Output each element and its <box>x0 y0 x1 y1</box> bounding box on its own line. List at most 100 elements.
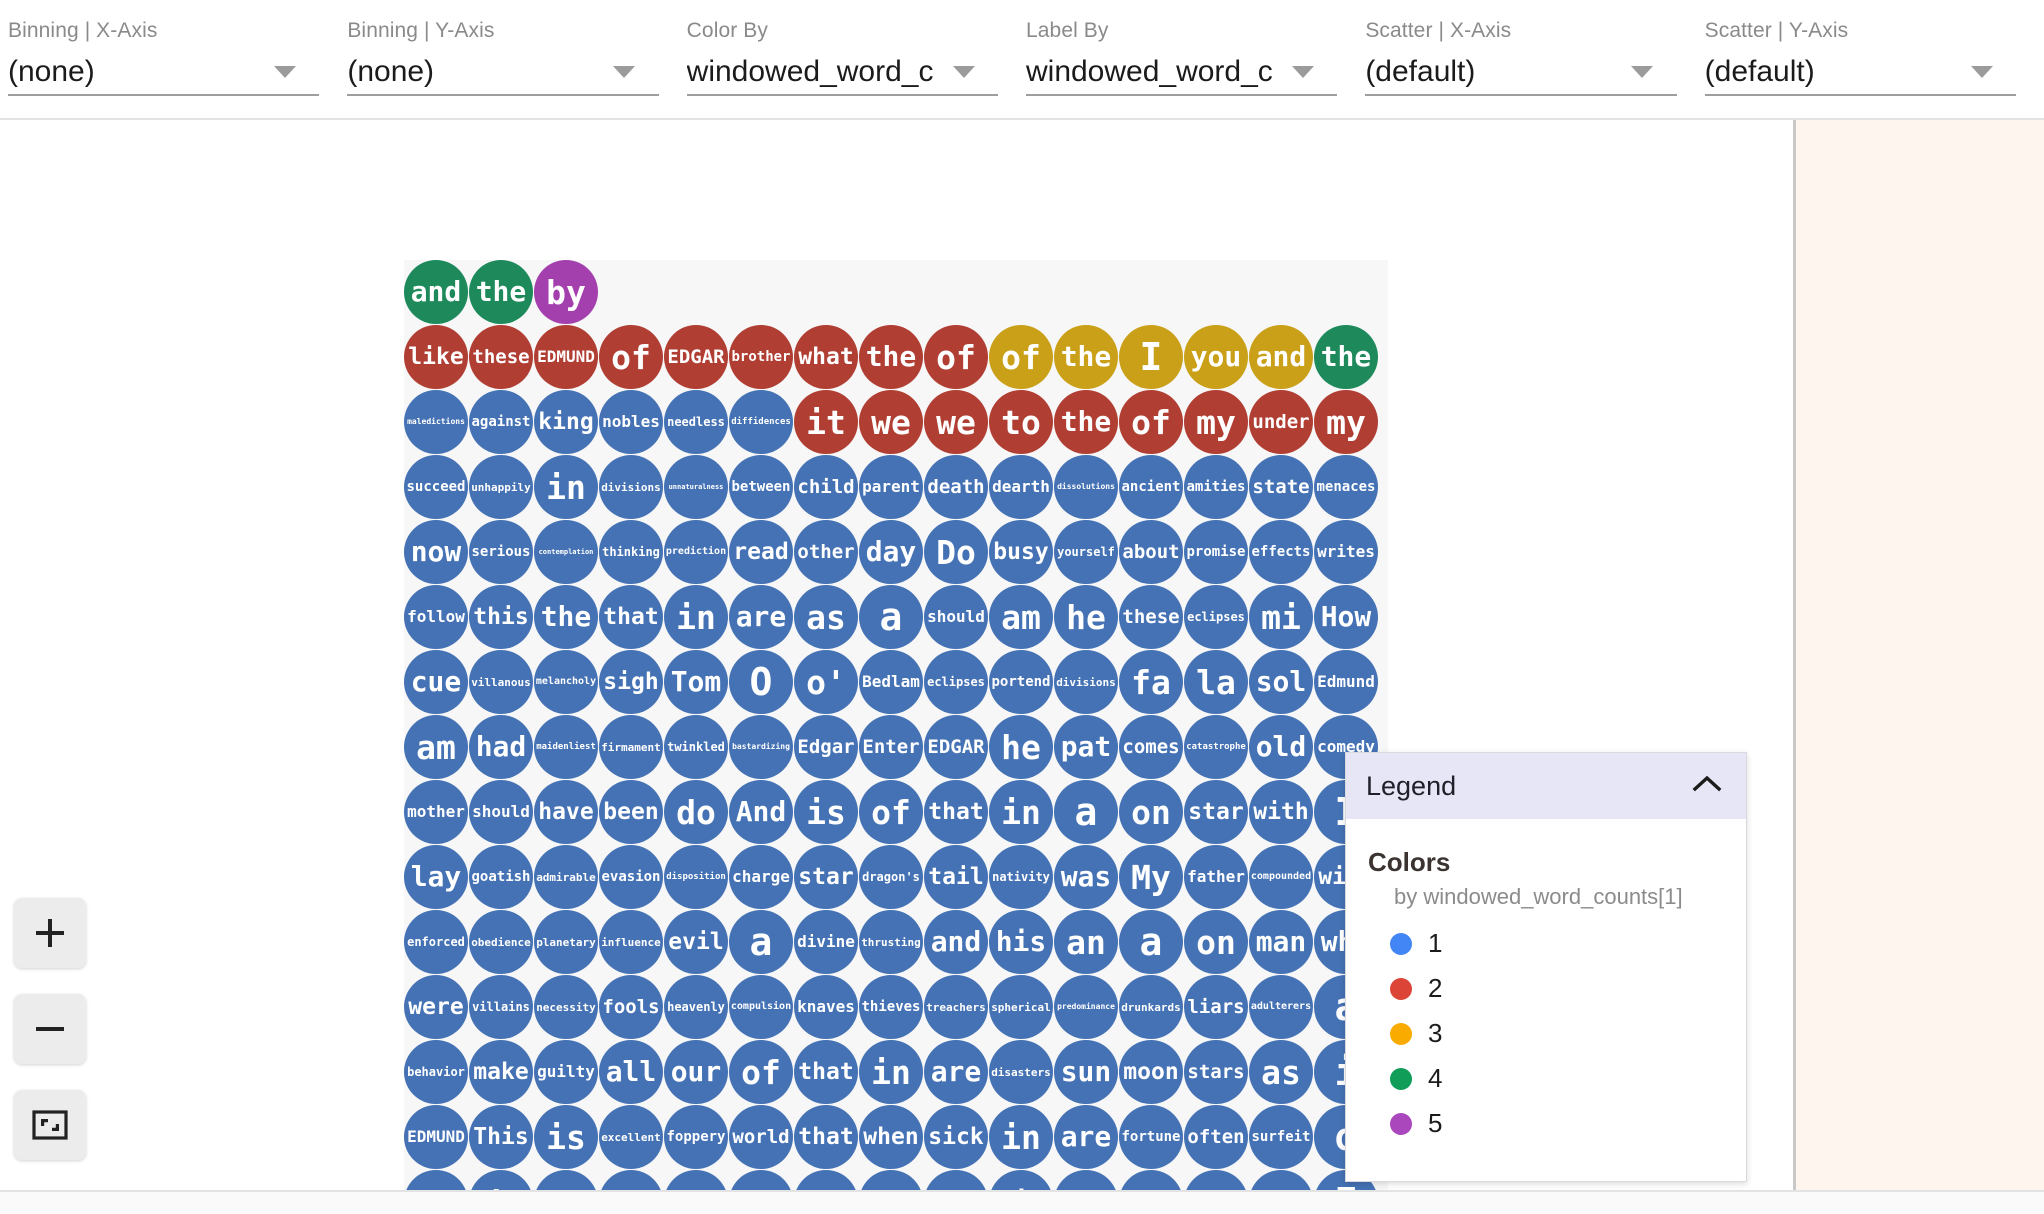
word-bubble[interactable]: menaces <box>1314 455 1378 519</box>
word-bubble[interactable]: like <box>404 325 468 389</box>
word-bubble[interactable]: This <box>469 1105 533 1169</box>
word-bubble[interactable]: eclipses <box>1184 585 1248 649</box>
word-bubble[interactable]: in <box>859 1040 923 1104</box>
chevron-down-icon[interactable] <box>1631 66 1654 78</box>
word-bubble[interactable]: his <box>989 1170 1053 1192</box>
word-bubble[interactable]: mother <box>404 780 468 844</box>
word-bubble[interactable]: are <box>729 585 793 649</box>
word-bubble[interactable]: excellent <box>599 1105 663 1169</box>
word-bubble[interactable]: in <box>989 780 1053 844</box>
scatter-y-axis-select[interactable]: (default) <box>1704 50 2016 96</box>
word-bubble[interactable]: maledictions <box>404 390 468 454</box>
word-bubble[interactable]: you <box>1184 325 1248 389</box>
word-bubble[interactable]: EDGAR <box>664 325 728 389</box>
word-bubble[interactable]: of <box>1119 390 1183 454</box>
word-bubble[interactable]: unnaturalness <box>664 455 728 519</box>
word-bubble[interactable]: am <box>989 585 1053 649</box>
word-bubble[interactable]: should <box>469 780 533 844</box>
word-bubble[interactable]: that <box>794 1040 858 1104</box>
word-bubble[interactable]: influence <box>599 910 663 974</box>
word-bubble[interactable]: nativity <box>989 845 1053 909</box>
word-bubble[interactable]: pat <box>1054 715 1118 779</box>
word-bubble[interactable]: strange <box>1249 1170 1313 1192</box>
word-bubble[interactable]: stars <box>1184 1040 1248 1104</box>
legend-header[interactable]: Legend <box>1346 753 1746 819</box>
word-bubble[interactable]: goatish <box>469 845 533 909</box>
word-bubble[interactable]: succeed <box>404 455 468 519</box>
word-bubble[interactable]: admirable <box>534 845 598 909</box>
word-bubble[interactable]: am <box>404 715 468 779</box>
word-bubble[interactable]: moon <box>1119 1040 1183 1104</box>
word-bubble[interactable]: surfeit <box>1249 1105 1313 1169</box>
word-bubble[interactable]: sigh <box>599 650 663 714</box>
word-bubble[interactable]: king <box>534 390 598 454</box>
word-bubble[interactable]: world <box>729 1105 793 1169</box>
word-bubble[interactable]: to <box>989 390 1053 454</box>
word-bubble[interactable]: are <box>1054 1105 1118 1169</box>
word-bubble[interactable]: in <box>989 1105 1053 1169</box>
word-bubble[interactable]: of <box>599 325 663 389</box>
word-bubble[interactable]: hearted <box>859 1170 923 1192</box>
legend-entry[interactable]: 5 <box>1390 1108 1724 1139</box>
word-bubble[interactable]: dissolutions <box>1054 455 1118 519</box>
word-bubble[interactable]: were <box>404 975 468 1039</box>
word-bubble[interactable]: star <box>1184 780 1248 844</box>
scatter-x-axis-select[interactable]: (default) <box>1365 50 1677 96</box>
word-bubble[interactable]: lay <box>404 845 468 909</box>
word-bubble[interactable]: o' <box>794 650 858 714</box>
word-bubble[interactable]: against <box>469 390 533 454</box>
word-bubble[interactable]: fa <box>1119 650 1183 714</box>
word-bubble[interactable]: I <box>1119 325 1183 389</box>
word-bubble[interactable]: and <box>404 260 468 324</box>
word-bubble[interactable]: we <box>924 390 988 454</box>
word-bubble[interactable]: And <box>599 1170 663 1192</box>
word-bubble[interactable]: in <box>534 455 598 519</box>
word-bubble[interactable]: follow <box>404 585 468 649</box>
word-bubble[interactable]: knaves <box>794 975 858 1039</box>
word-bubble[interactable]: my <box>1184 390 1248 454</box>
word-bubble[interactable]: Bedlam <box>859 650 923 714</box>
word-bubble[interactable]: honesty <box>1119 1170 1183 1192</box>
word-bubble[interactable]: day <box>859 520 923 584</box>
word-bubble[interactable]: yourself <box>1054 520 1118 584</box>
word-bubble[interactable]: and <box>924 910 988 974</box>
word-bubble[interactable]: O <box>729 650 793 714</box>
word-bubble[interactable]: do <box>664 780 728 844</box>
word-bubble[interactable]: evasion <box>599 845 663 909</box>
binning-x-axis-select[interactable]: (none) <box>8 50 320 96</box>
word-bubble[interactable]: cue <box>404 650 468 714</box>
word-bubble[interactable]: busy <box>989 520 1053 584</box>
word-bubble[interactable]: is <box>794 780 858 844</box>
word-bubble[interactable]: child <box>794 455 858 519</box>
word-bubble[interactable]: the <box>1054 325 1118 389</box>
word-bubble[interactable]: divisions <box>599 455 663 519</box>
word-bubble[interactable]: of <box>989 325 1053 389</box>
word-bubble[interactable]: of <box>859 780 923 844</box>
word-bubble[interactable]: and <box>1249 325 1313 389</box>
word-bubble[interactable]: thinking <box>599 520 663 584</box>
word-bubble[interactable]: ancient <box>1119 455 1183 519</box>
word-bubble[interactable]: death <box>924 455 988 519</box>
word-bubble[interactable]: Edgar <box>794 715 858 779</box>
word-bubble[interactable]: drunkards <box>1119 975 1183 1039</box>
chevron-down-icon[interactable] <box>1291 66 1314 78</box>
word-bubble[interactable]: true <box>729 1170 793 1192</box>
word-bubble[interactable]: dragon's <box>859 845 923 909</box>
word-bubble[interactable]: writes <box>1314 520 1378 584</box>
word-bubble[interactable]: amities <box>1184 455 1248 519</box>
word-bubble[interactable]: we <box>859 390 923 454</box>
word-bubble[interactable]: make <box>469 1040 533 1104</box>
word-bubble[interactable]: as <box>794 585 858 649</box>
word-bubble[interactable]: sol <box>1249 650 1313 714</box>
legend-entry[interactable]: 3 <box>1390 1018 1724 1049</box>
fit-to-screen-button[interactable] <box>14 1090 86 1160</box>
word-bubble[interactable]: carefully <box>534 1170 598 1192</box>
word-bubble[interactable]: brother <box>729 325 793 389</box>
word-bubble[interactable]: the <box>469 260 533 324</box>
word-bubble[interactable]: is <box>534 1105 598 1169</box>
word-bubble[interactable]: fools <box>599 975 663 1039</box>
legend-entry[interactable]: 4 <box>1390 1063 1724 1094</box>
word-bubble[interactable]: the <box>859 325 923 389</box>
word-bubble[interactable]: he <box>1054 585 1118 649</box>
